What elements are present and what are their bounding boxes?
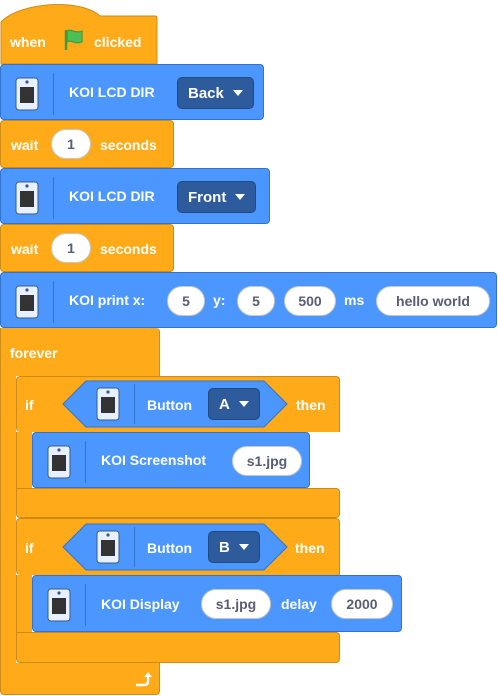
block-separator	[53, 281, 54, 323]
forever-top-arm	[0, 328, 160, 376]
wait-block-1[interactable]: wait 1 seconds	[0, 120, 174, 168]
koi-device-icon	[47, 445, 71, 479]
display-label: KOI Display	[101, 596, 180, 612]
wait-block-2[interactable]: wait 1 seconds	[0, 224, 174, 272]
if-label: if	[25, 540, 34, 556]
button-label: Button	[147, 540, 193, 556]
then-label: then	[296, 397, 326, 413]
lcd-direction-dropdown[interactable]: Front	[177, 181, 257, 213]
caret-down-icon	[238, 544, 249, 550]
koi-lcd-dir-block-2[interactable]: KOI LCD DIR Front	[0, 168, 270, 224]
button-select-dropdown[interactable]: B	[208, 531, 260, 563]
wait-label: wait	[11, 241, 39, 257]
seconds-label: seconds	[100, 137, 157, 153]
button-select-dropdown[interactable]: A	[208, 388, 260, 420]
if-left-arm	[16, 575, 32, 632]
dropdown-value: B	[219, 538, 230, 556]
print-y-input[interactable]: 5	[237, 286, 275, 316]
koi-screenshot-block[interactable]: KOI Screenshot s1.jpg	[32, 432, 310, 488]
screenshot-label: KOI Screenshot	[101, 452, 207, 468]
dropdown-value: Back	[188, 84, 224, 102]
block-separator	[85, 584, 86, 626]
koi-lcd-dir-block-1[interactable]: KOI LCD DIR Back	[0, 64, 264, 120]
print-x-label: KOI print x:	[69, 292, 146, 308]
wait-seconds-input[interactable]: 1	[51, 129, 91, 159]
forever-bottom-arm	[0, 663, 160, 695]
loop-arrow-icon	[136, 672, 152, 687]
when-label: when	[10, 34, 46, 50]
if-label: if	[25, 397, 34, 413]
caret-down-icon	[238, 401, 249, 407]
then-label: then	[295, 540, 325, 556]
block-separator	[53, 177, 54, 219]
green-flag-icon	[64, 29, 83, 50]
if-bottom-arm	[16, 632, 340, 663]
print-text-input[interactable]: hello world	[376, 286, 490, 316]
wait-seconds-input[interactable]: 1	[51, 233, 91, 263]
delay-label: delay	[281, 596, 317, 612]
block-separator	[134, 527, 135, 567]
screenshot-filename-input[interactable]: s1.jpg	[232, 446, 302, 476]
wait-label: wait	[11, 137, 39, 153]
koi-device-icon	[96, 387, 120, 421]
display-delay-input[interactable]: 2000	[331, 589, 393, 619]
print-ms-input[interactable]: 500	[284, 286, 336, 316]
koi-device-icon	[15, 77, 39, 111]
lcd-dir-label: KOI LCD DIR	[69, 188, 155, 204]
koi-device-icon	[47, 588, 71, 622]
caret-down-icon	[232, 90, 243, 96]
koi-device-icon	[15, 285, 39, 319]
if-bottom-arm	[16, 488, 340, 518]
button-label: Button	[147, 397, 193, 413]
ms-label: ms	[344, 292, 365, 308]
koi-device-icon	[96, 530, 120, 564]
forever-label: forever	[10, 345, 58, 361]
seconds-label: seconds	[100, 241, 157, 257]
caret-down-icon	[235, 194, 246, 200]
print-x-input[interactable]: 5	[167, 286, 205, 316]
print-y-label: y:	[213, 292, 226, 308]
clicked-label: clicked	[94, 34, 142, 50]
if-left-arm	[16, 432, 32, 488]
block-separator	[85, 441, 86, 483]
block-separator	[53, 73, 54, 115]
lcd-direction-dropdown[interactable]: Back	[177, 77, 254, 109]
koi-print-block[interactable]: KOI print x: 5 y: 5 500 ms hello world	[0, 272, 497, 328]
koi-display-block[interactable]: KOI Display s1.jpg delay 2000	[32, 575, 402, 632]
dropdown-value: Front	[188, 188, 227, 206]
block-separator	[134, 384, 135, 424]
display-filename-input[interactable]: s1.jpg	[201, 589, 271, 619]
dropdown-value: A	[219, 395, 230, 413]
forever-left-arm	[0, 376, 16, 663]
koi-device-icon	[15, 181, 39, 215]
lcd-dir-label: KOI LCD DIR	[69, 84, 155, 100]
